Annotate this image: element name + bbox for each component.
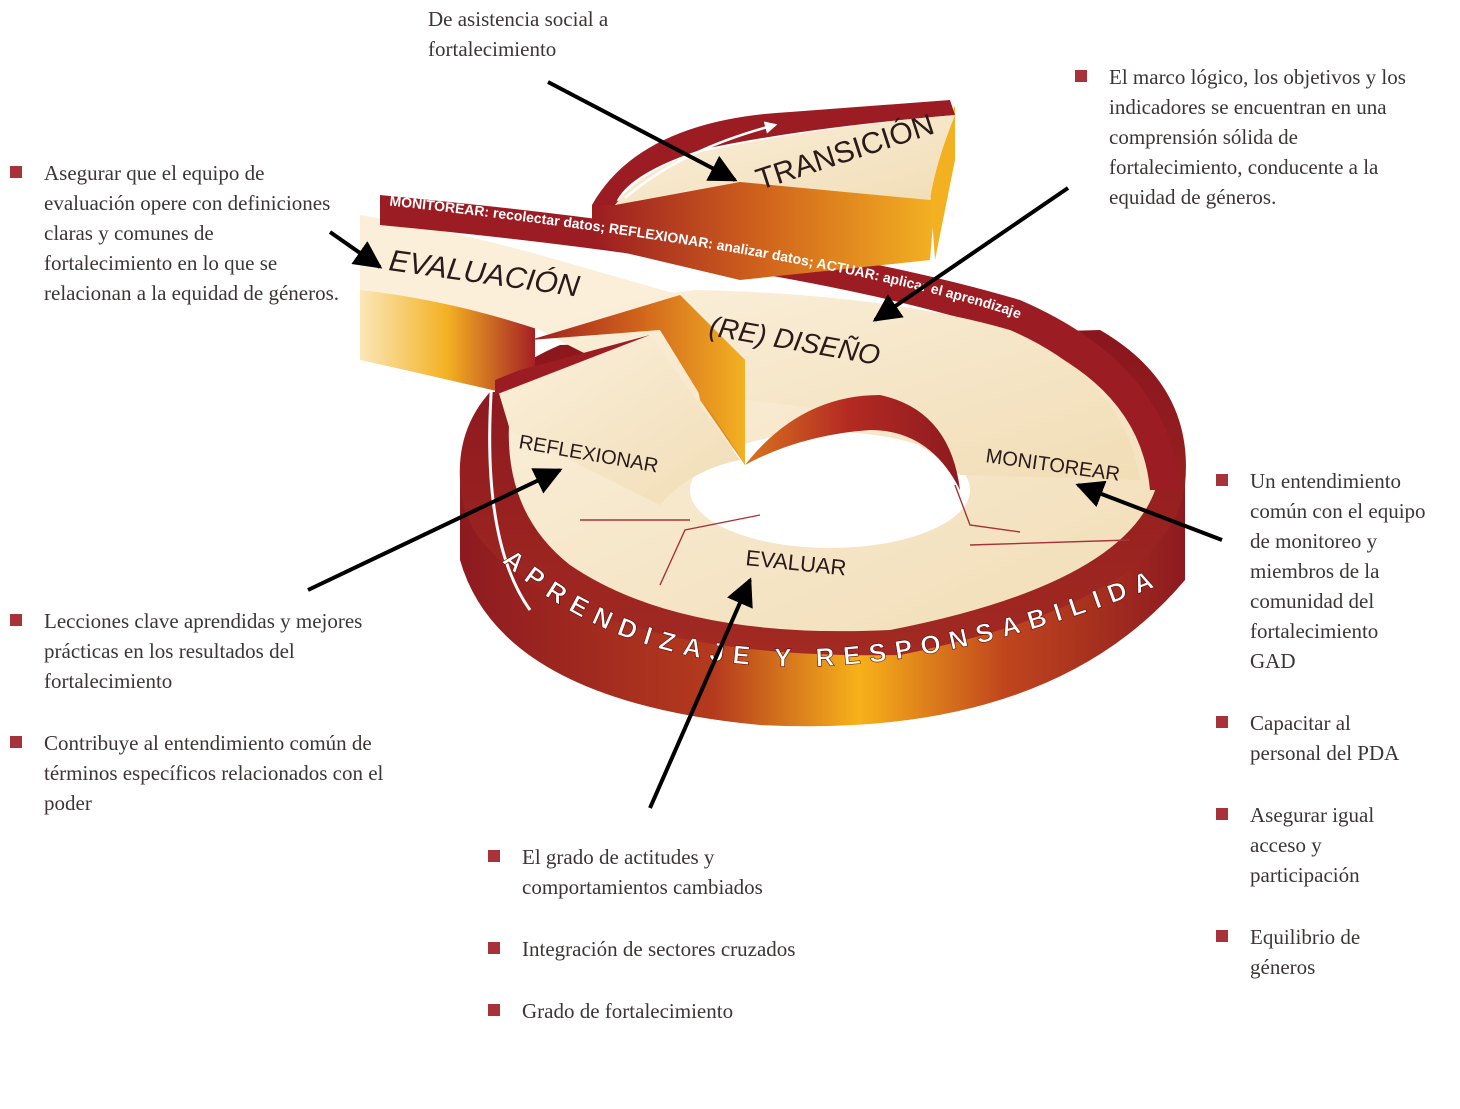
note-text: Asegurar igual acceso y participación [1250, 803, 1375, 887]
arrow-evaluate [648, 577, 753, 809]
note-item: Capacitar al personal del PDA [1216, 708, 1426, 768]
note-item: Un entendimiento común con el equipo de … [1216, 466, 1426, 676]
notes-bottom-left: Lecciones clave aprendidas y mejores prá… [10, 606, 400, 850]
note-text: Lecciones clave aprendidas y mejores prá… [44, 609, 363, 693]
bullet-icon [1216, 930, 1228, 942]
bullet-icon [488, 942, 500, 954]
note-text: Un entendimiento común con el equipo de … [1250, 469, 1426, 673]
bullet-icon [10, 166, 22, 178]
transition-side [930, 105, 955, 260]
ribbon-fold [530, 295, 745, 465]
note-item: Lecciones clave aprendidas y mejores prá… [10, 606, 400, 696]
transition-rim [592, 100, 955, 205]
note-text: Asegurar que el equipo de evaluación ope… [44, 161, 340, 305]
top-caption: De asistencia social a fortalecimiento [428, 4, 668, 64]
note-item: Asegurar igual acceso y participación [1216, 800, 1426, 890]
rim-arrow [483, 377, 532, 611]
notes-right: Un entendimiento común con el equipo de … [1216, 466, 1426, 1014]
note-item: Grado de fortalecimiento [488, 996, 838, 1026]
top-caption-text: De asistencia social a fortalecimiento [428, 7, 609, 61]
reflect-ramp-edge [495, 335, 650, 395]
arrow-reflect [307, 468, 563, 592]
arrow-redesign [872, 186, 1070, 322]
note-item: El marco lógico, los objetivos y los ind… [1075, 62, 1435, 212]
arrow-monitor [1075, 480, 1223, 542]
transition-wall [592, 180, 935, 280]
callout-arrows [307, 80, 1223, 809]
reflect-ramp [495, 335, 740, 505]
bullet-icon [10, 736, 22, 748]
bullet-icon [1216, 474, 1228, 486]
arrow-evaluation [328, 230, 383, 269]
transition-top [615, 115, 955, 205]
note-item: Contribuye al entendimiento común de tér… [10, 728, 400, 818]
note-item: Integración de sectores cruzados [488, 934, 838, 964]
note-text: Capacitar al personal del PDA [1250, 711, 1400, 765]
note-text: Integración de sectores cruzados [522, 937, 796, 961]
notes-bottom-center: El grado de actitudes y comportamientos … [488, 842, 838, 1058]
evaluation-wall [360, 230, 535, 400]
note-text: Contribuye al entendimiento común de tér… [44, 731, 384, 815]
bullet-icon [1216, 716, 1228, 728]
notes-top-right: El marco lógico, los objetivos y los ind… [1075, 62, 1435, 244]
note-text: El marco lógico, los objetivos y los ind… [1109, 65, 1406, 209]
note-text: El grado de actitudes y comportamientos … [522, 845, 763, 899]
note-item: Equilibrio de géneros [1216, 922, 1426, 982]
note-item: El grado de actitudes y comportamientos … [488, 842, 838, 902]
note-text: Equilibrio de géneros [1250, 925, 1361, 979]
bullet-icon [10, 614, 22, 626]
note-item: Asegurar que el equipo de evaluación ope… [10, 158, 340, 308]
bullet-icon [1216, 808, 1228, 820]
bullet-icon [488, 850, 500, 862]
bullet-icon [1075, 70, 1087, 82]
center-hole [690, 432, 970, 548]
arrow-transition [547, 80, 738, 182]
notes-top-left: Asegurar que el equipo de evaluación ope… [10, 158, 340, 340]
evaluation-top [360, 215, 680, 330]
bullet-icon [488, 1004, 500, 1016]
note-text: Grado de fortalecimiento [522, 999, 734, 1023]
